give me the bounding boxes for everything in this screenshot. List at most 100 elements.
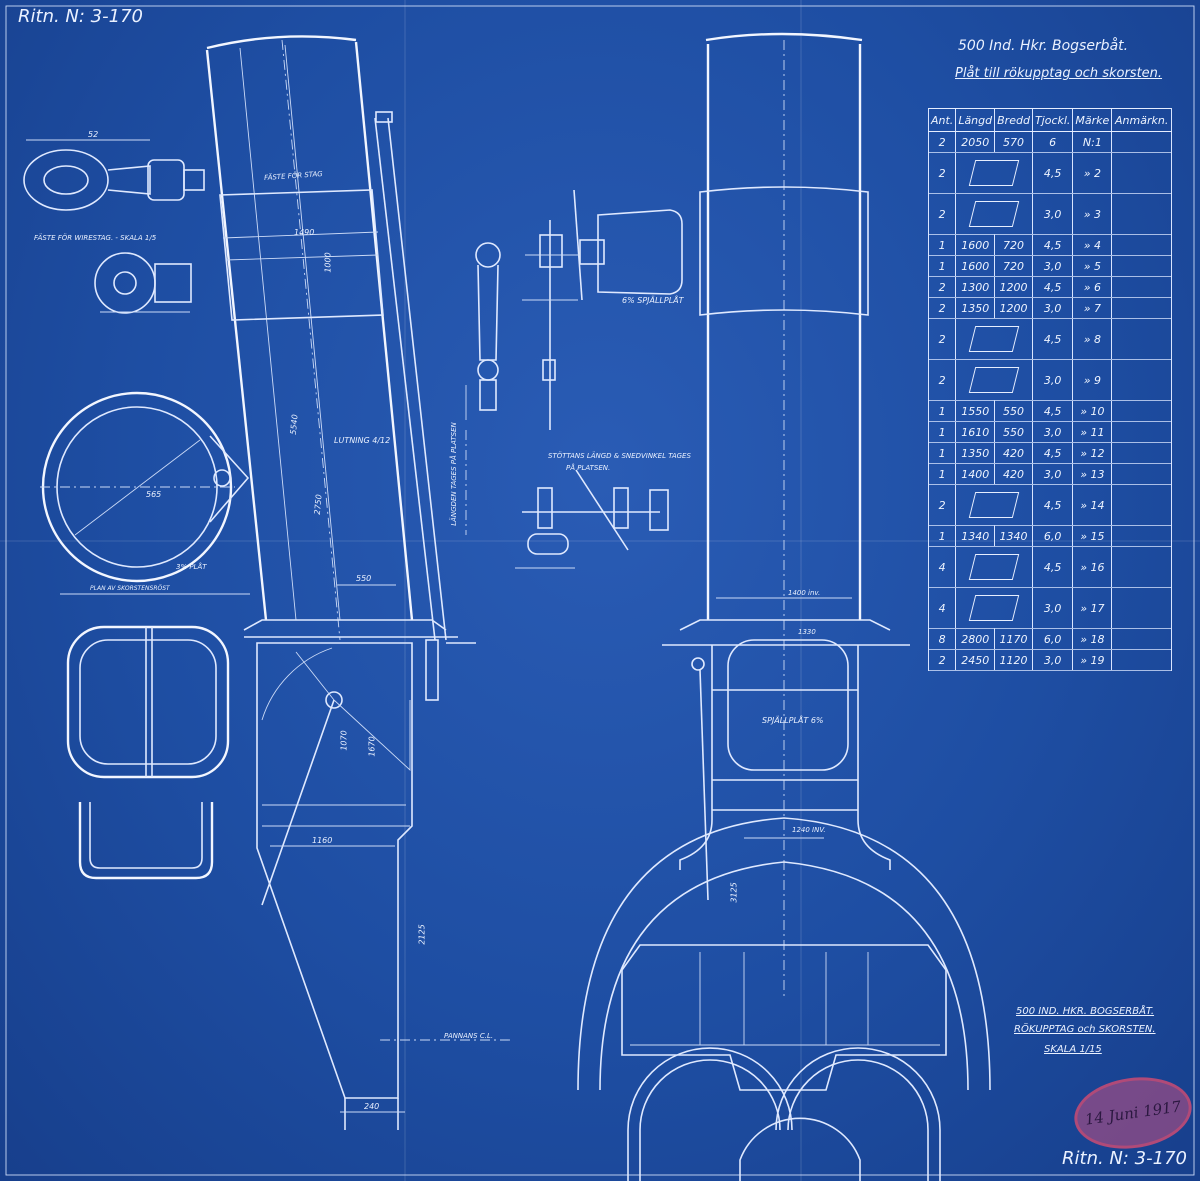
table-cell-marke: » 9 — [1072, 359, 1112, 401]
table-cell-bredd: 1200 — [994, 276, 1033, 298]
dim-2750: 2750 — [312, 493, 324, 516]
table-cell-tjockl: 4,5 — [1031, 442, 1073, 464]
table-cell-tjockl: 3,0 — [1031, 587, 1073, 629]
table-cell-tjockl: 4,5 — [1031, 234, 1073, 256]
table-cell-ant: 8 — [927, 628, 956, 650]
table-cell-ant: 2 — [927, 297, 956, 319]
title-block-scale: SKALA 1/15 — [1044, 1044, 1102, 1055]
funnel-plan-view — [40, 391, 250, 595]
dim-1070: 1070 — [339, 730, 349, 751]
dim-5540: 5540 — [288, 413, 300, 436]
table-row: 2 3,0» 3 — [927, 193, 1172, 235]
table-cell-langd: 1340 — [955, 525, 995, 547]
table-cell-marke: » 3 — [1072, 193, 1112, 235]
dim-1240: 1240 INV. — [792, 826, 826, 834]
damper-detail — [465, 189, 683, 535]
stamp-date: 14 Juni 1917 — [1083, 1097, 1183, 1129]
table-cell-tjockl: 3,0 — [1031, 297, 1073, 319]
drawing-number-bottom: Ritn. N: 3-170 — [1062, 1148, 1187, 1169]
dim-1670: 1670 — [367, 736, 377, 757]
plate-sketch — [968, 595, 1020, 621]
table-cell-ant: 4 — [927, 546, 956, 588]
table-cell-marke: » 11 — [1072, 421, 1112, 443]
dim-550: 550 — [356, 574, 372, 583]
table-cell-tjockl: 4,5 — [1031, 484, 1073, 526]
table-cell-ant: 1 — [927, 255, 956, 277]
header-ant: Ant. — [927, 108, 956, 132]
table-cell-bredd: 420 — [994, 442, 1033, 464]
stay-fitting-detail — [515, 469, 669, 569]
table-cell-anmarkn — [1111, 649, 1172, 671]
table-cell-marke: N:1 — [1072, 131, 1112, 153]
plate-sketch — [968, 554, 1020, 580]
table-cell-langd: 2450 — [955, 649, 995, 671]
table-cell-marke: » 10 — [1072, 400, 1112, 422]
header-marke: Märke — [1072, 108, 1112, 132]
table-cell-ant: 2 — [927, 484, 956, 526]
table-cell-marke: » 14 — [1072, 484, 1112, 526]
table-cell-langd — [955, 546, 1033, 588]
table-cell-tjockl: 3,0 — [1031, 193, 1073, 235]
table-row: 2 4,5» 14 — [927, 484, 1172, 526]
table-cell-ant: 2 — [927, 649, 956, 671]
table-cell-ant: 2 — [927, 318, 956, 360]
table-cell-langd: 1550 — [955, 400, 995, 422]
table-cell-bredd: 570 — [994, 131, 1033, 153]
table-cell-anmarkn — [1111, 234, 1172, 256]
title-block-line1: 500 IND. HKR. BOGSERBÅT. — [1016, 1006, 1155, 1017]
table-cell-ant: 1 — [927, 421, 956, 443]
plate-sketch — [968, 326, 1020, 352]
funnel-front-view — [577, 32, 991, 1181]
plate-sketch — [968, 492, 1020, 518]
table-cell-marke: » 6 — [1072, 276, 1112, 298]
table-cell-ant: 1 — [927, 463, 956, 485]
plate-sketch — [968, 201, 1020, 227]
header-tjockl: Tjockl. — [1031, 108, 1073, 132]
table-cell-marke: » 17 — [1072, 587, 1112, 629]
table-cell-tjockl: 4,5 — [1031, 400, 1073, 422]
fold-line — [404, 0, 406, 1181]
table-cell-anmarkn — [1111, 421, 1172, 443]
drawing-title: 500 Ind. Hkr. Bogserbåt. — [958, 38, 1129, 54]
table-cell-marke: » 19 — [1072, 649, 1112, 671]
title-block-line2: RÖKUPPTAG och SKORSTEN. — [1014, 1024, 1156, 1035]
table-cell-tjockl: 6,0 — [1031, 525, 1073, 547]
table-cell-langd — [955, 484, 1033, 526]
table-cell-marke: » 7 — [1072, 297, 1112, 319]
table-cell-ant: 2 — [927, 193, 956, 235]
table-cell-bredd: 550 — [994, 400, 1033, 422]
table-cell-anmarkn — [1111, 463, 1172, 485]
dim-565: 565 — [146, 490, 162, 499]
table-cell-anmarkn — [1111, 152, 1172, 194]
table-cell-langd: 2800 — [955, 628, 995, 650]
label-plat3: 3% PLÅT — [176, 563, 207, 571]
dim-1000: 1000 — [323, 252, 333, 273]
parts-table: Ant. Längd Bredd Tjockl. Märke Anmärkn. … — [927, 108, 1172, 671]
table-cell-bredd: 420 — [994, 463, 1033, 485]
plate-sketch — [968, 367, 1020, 393]
plate-sketch — [968, 160, 1020, 186]
table-cell-tjockl: 3,0 — [1031, 463, 1073, 485]
header-bredd: Bredd — [994, 108, 1033, 132]
label-stottans: STÖTTANS LÄNGD & SNEDVINKEL TAGES — [548, 452, 691, 460]
table-cell-ant: 1 — [927, 525, 956, 547]
table-cell-langd: 1600 — [955, 255, 995, 277]
table-cell-tjockl: 4,5 — [1031, 318, 1073, 360]
header-anmarkn: Anmärkn. — [1111, 108, 1172, 132]
table-cell-ant: 2 — [927, 276, 956, 298]
wire-stay-fitting — [23, 139, 205, 314]
header-langd: Längd — [955, 108, 995, 132]
drawing-subtitle: Plåt till rökupptag och skorsten. — [955, 66, 1163, 81]
drawing-number-top: Ritn. N: 3-170 — [18, 6, 143, 27]
label-spjallplat-small: 6% SPJÄLLPLÅT — [622, 296, 684, 305]
table-cell-anmarkn — [1111, 587, 1172, 629]
table-cell-ant: 2 — [927, 131, 956, 153]
table-cell-tjockl: 3,0 — [1031, 421, 1073, 443]
table-cell-langd — [955, 359, 1033, 401]
dim-1160: 1160 — [312, 836, 333, 845]
